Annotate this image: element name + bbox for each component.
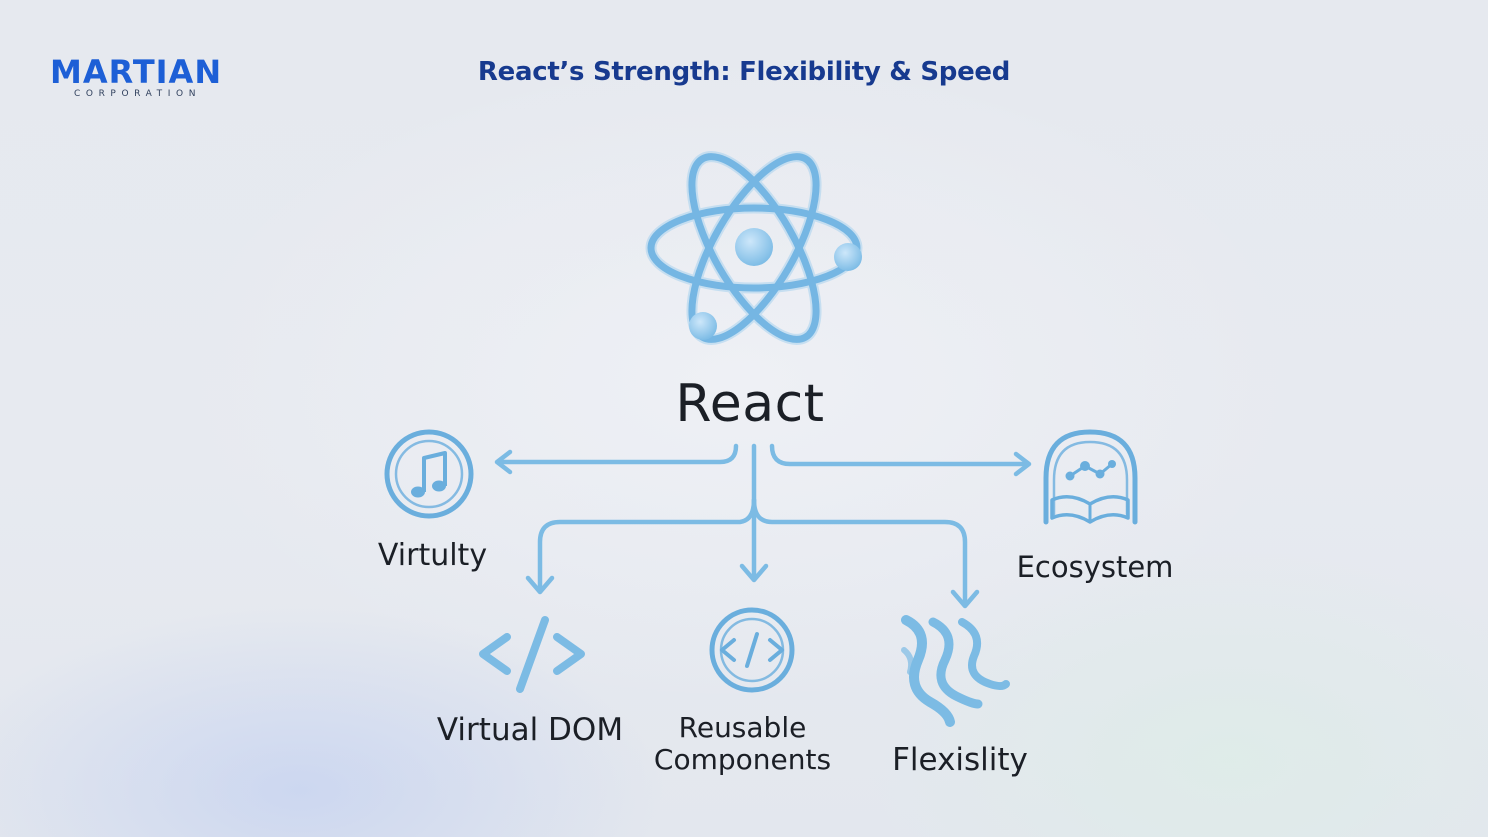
music-note-icon <box>384 429 474 519</box>
book-network-icon <box>1043 429 1138 525</box>
react-atom-icon <box>645 151 863 345</box>
waves-icon <box>901 615 1010 727</box>
brand-logo: MARTIAN CORPORATION <box>50 55 250 99</box>
node-label-reusable-components: Reusable Components <box>630 712 855 776</box>
node-label-virtulty: Virtulty <box>377 538 488 573</box>
code-brackets-icon <box>479 616 585 693</box>
node-label-flexislity: Flexislity <box>892 742 1028 778</box>
connector-arrows <box>494 443 1032 609</box>
node-label-virtual-dom: Virtual DOM <box>436 712 624 748</box>
node-label-reusable-line1: Reusable <box>678 711 807 744</box>
page-title: React’s Strength: Flexibility & Speed <box>477 57 1011 87</box>
brand-subtitle: CORPORATION <box>74 89 202 99</box>
center-node-label: React <box>675 374 825 434</box>
node-label-reusable-line2: Components <box>653 743 832 776</box>
brand-name: MARTIAN <box>50 53 223 91</box>
code-circle-icon <box>709 607 795 693</box>
node-label-ecosystem: Ecosystem <box>1016 550 1174 584</box>
